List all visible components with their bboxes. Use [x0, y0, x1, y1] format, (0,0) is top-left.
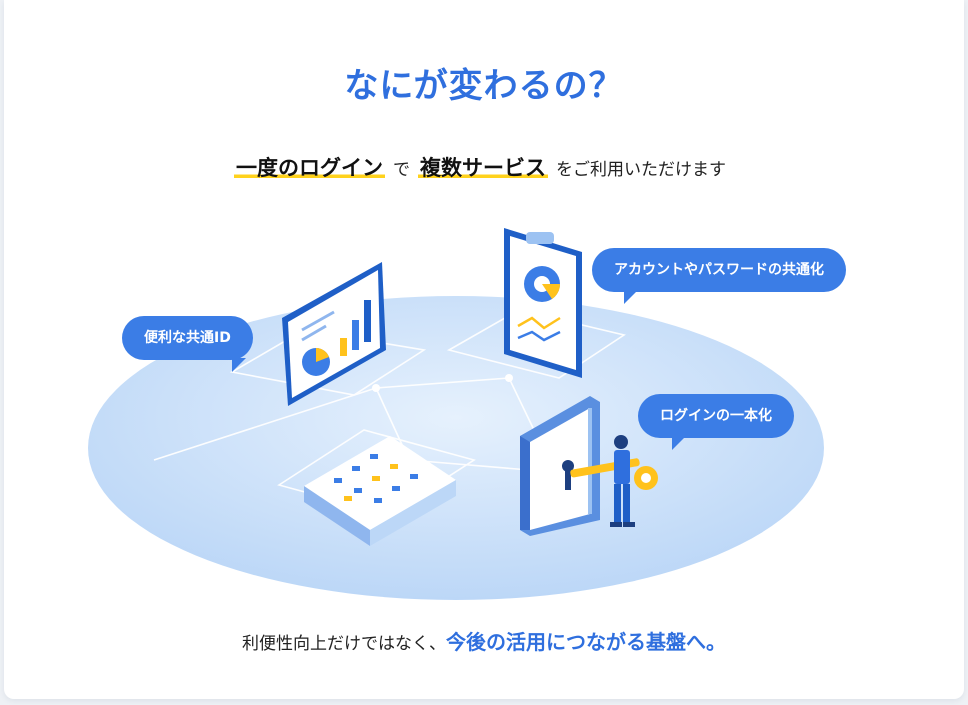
bubble-tail — [232, 358, 246, 372]
footer-plain: 利便性向上だけではなく、 — [242, 634, 446, 654]
bubble-tail — [624, 290, 638, 304]
subtitle: 一度のログインで複数サービスをご利用いただけます — [4, 152, 964, 182]
bubble-login-unify-label: ログインの一本化 — [660, 408, 772, 424]
door-keyhole-icon — [520, 396, 600, 536]
bubble-tail — [672, 436, 686, 450]
illustration — [88, 228, 824, 600]
content-card: なにが変わるの？ 一度のログインで複数サービスをご利用いただけます — [4, 0, 964, 699]
clipboard-icon — [504, 228, 582, 378]
page-title: なにが変わるの？ — [344, 66, 624, 106]
bubble-account-sharing-label: アカウントやパスワードの共通化 — [614, 262, 824, 278]
footer-accent: 今後の活用につながる基盤へ。 — [446, 630, 726, 654]
footer-message: 利便性向上だけではなく、今後の活用につながる基盤へ。 — [4, 626, 964, 655]
bubble-account-sharing: アカウントやパスワードの共通化 — [592, 248, 846, 304]
bubble-shared-id-label: 便利な共通ID — [144, 330, 231, 346]
subtitle-highlight-login: 一度のログイン — [234, 156, 385, 180]
person-with-key-icon — [570, 435, 658, 527]
bubble-login-unify: ログインの一本化 — [638, 394, 794, 450]
subtitle-rest: をご利用いただけます — [556, 160, 726, 180]
monitor-chart-icon — [282, 262, 386, 406]
platform-ellipse — [88, 296, 824, 600]
subtitle-connector: で — [393, 160, 410, 180]
subtitle-highlight-services: 複数サービス — [418, 156, 548, 180]
bubble-shared-id: 便利な共通ID — [122, 316, 253, 372]
document-sheet-icon — [304, 436, 456, 546]
